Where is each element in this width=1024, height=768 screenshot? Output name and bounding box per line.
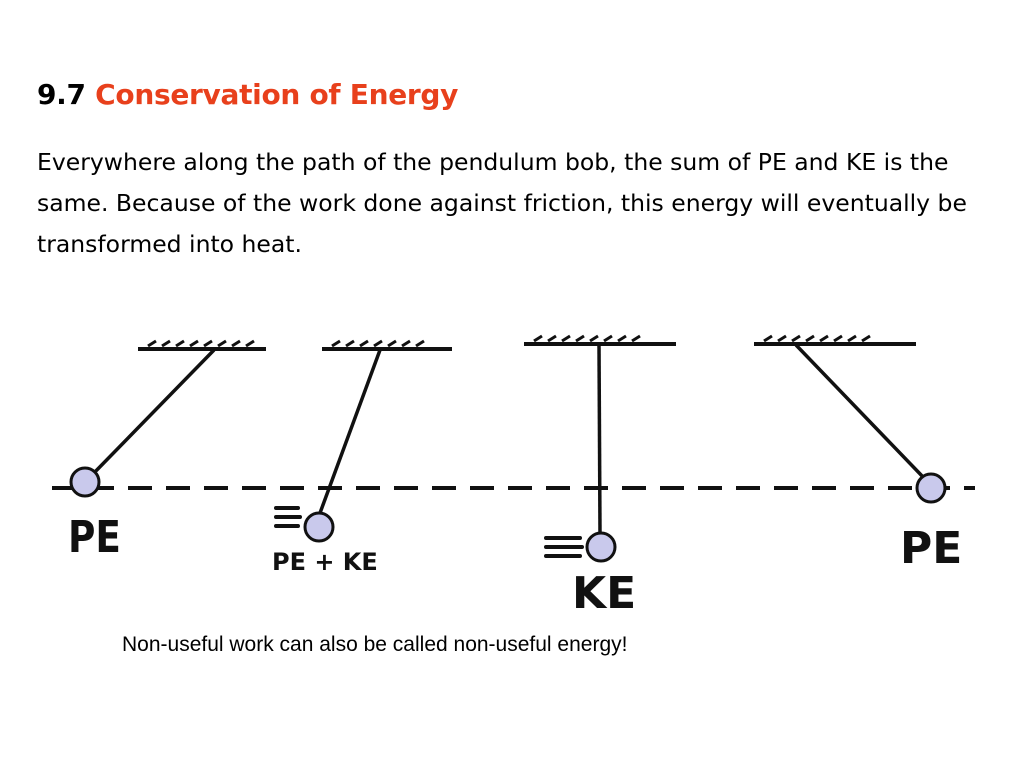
pendulum-bottom-ke <box>524 334 676 563</box>
ceiling-hatch <box>147 339 255 348</box>
label-pe-left: PE <box>68 511 121 563</box>
pendulum-bob <box>69 466 101 498</box>
pendulum-string <box>597 344 602 534</box>
pendulum-right-pe <box>754 334 947 504</box>
pendulum-left-pe <box>69 339 266 498</box>
body-paragraph: Everywhere along the path of the pendulu… <box>37 148 967 258</box>
motion-lines <box>544 536 584 558</box>
label-pe-plus-ke: PE + KE <box>272 548 378 576</box>
pendulum-bob <box>303 511 335 543</box>
label-ke: KE <box>572 568 636 619</box>
pendulum-bob <box>585 531 617 563</box>
pendulum-string <box>88 348 216 479</box>
pendulum-string <box>794 343 926 480</box>
pendulum-bob <box>915 472 947 504</box>
pendulum-diagram: PE PE + KE KE PE <box>52 334 975 619</box>
ceiling-hatch <box>763 334 871 343</box>
ceiling-hatch <box>533 334 641 343</box>
pendulum-mid-pe-ke <box>274 339 452 543</box>
label-pe-right: PE <box>900 523 962 574</box>
section-number: 9.7 <box>37 78 86 111</box>
slide-title: 9.7 Conservation of Energy <box>37 78 458 111</box>
pendulum-string <box>318 349 382 514</box>
caption-note: Non-useful work can also be called non-u… <box>122 633 628 656</box>
section-title: Conservation of Energy <box>95 78 459 111</box>
motion-lines <box>274 506 302 528</box>
ceiling-hatch <box>331 339 425 348</box>
